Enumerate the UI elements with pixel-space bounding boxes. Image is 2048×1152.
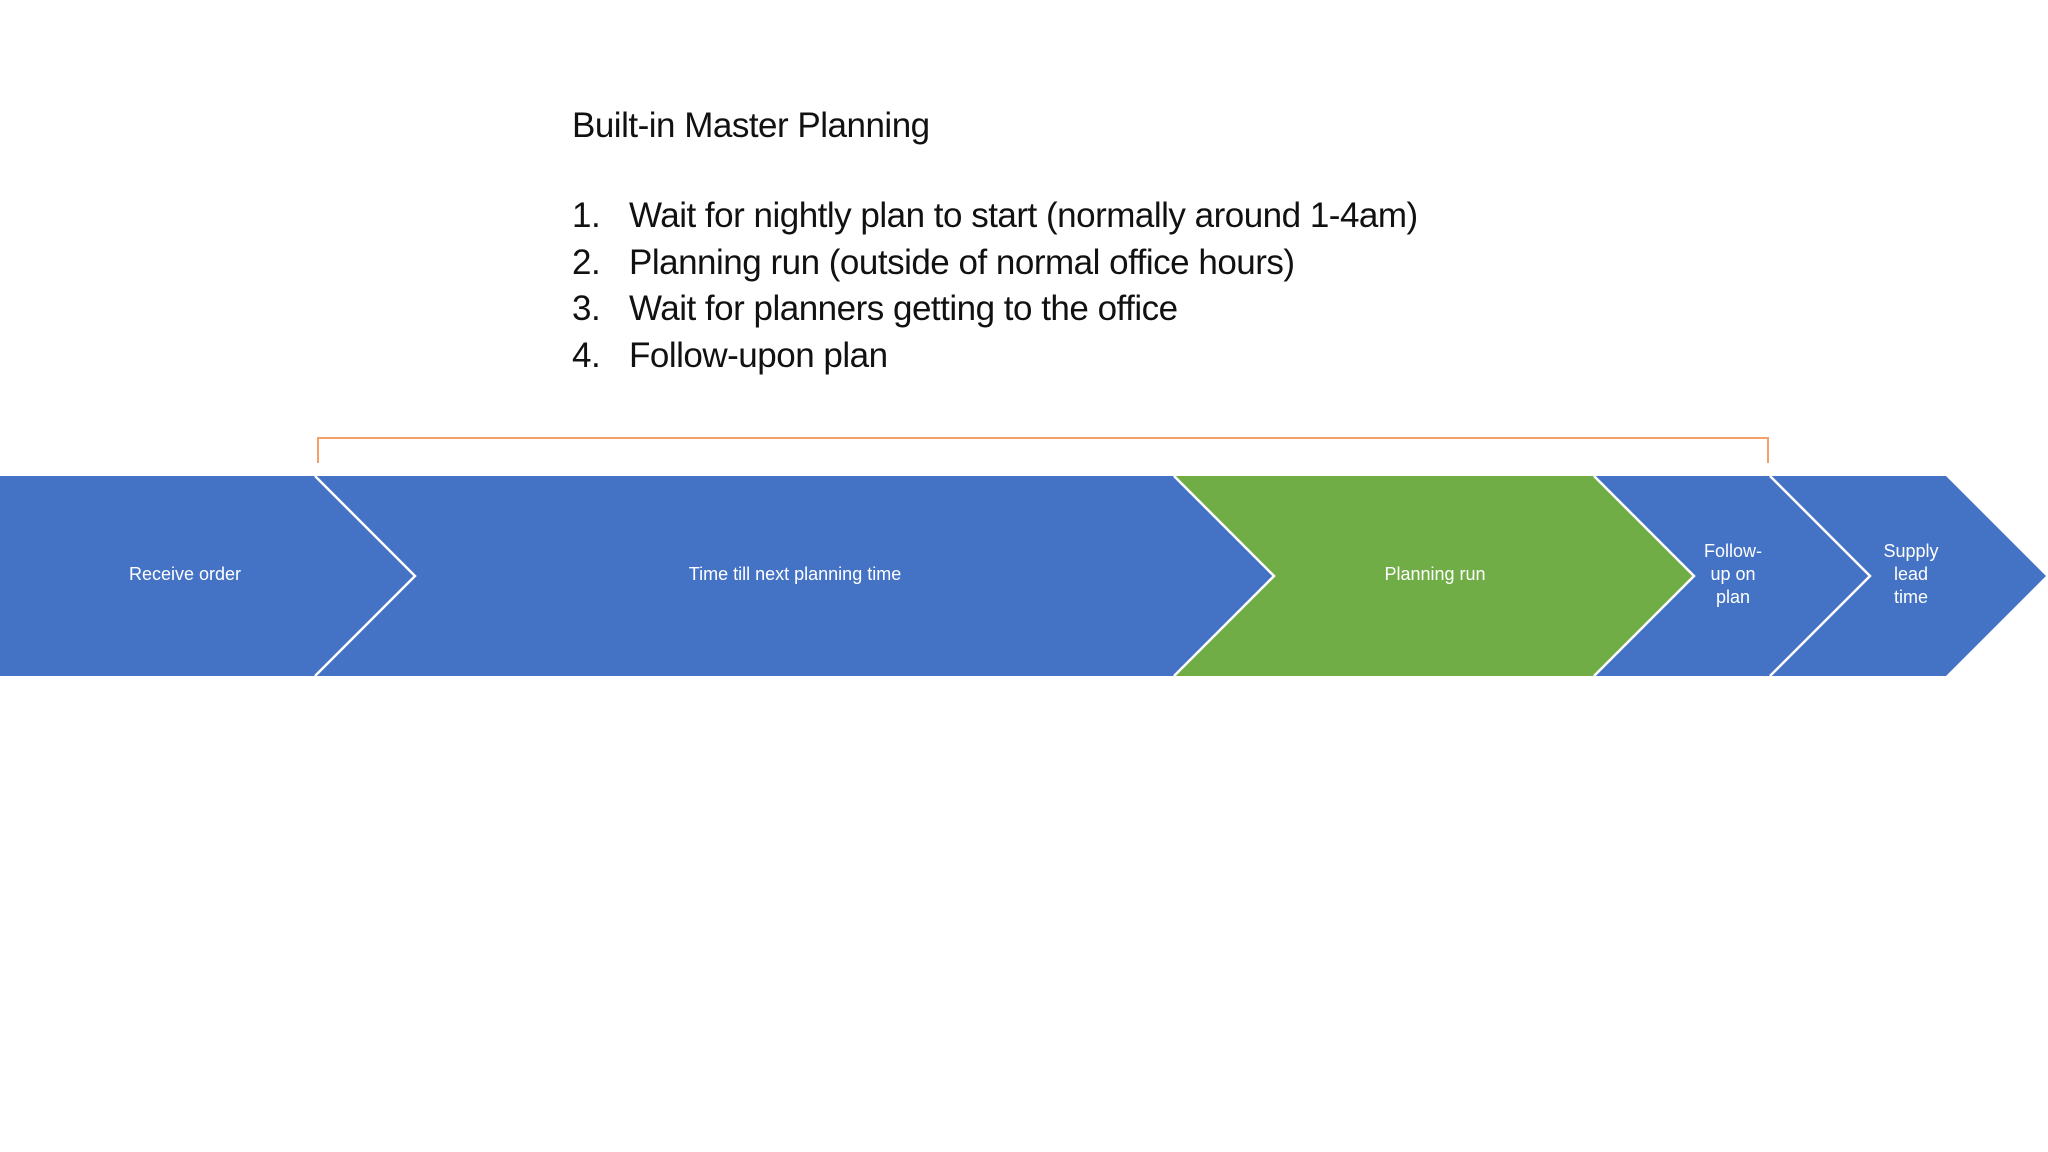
label-line: lead <box>1893 564 1929 584</box>
span-bracket <box>317 437 1769 463</box>
slide-title: Built-in Master Planning <box>572 106 930 145</box>
label-line: time <box>1893 587 1928 607</box>
step-number: 2. <box>572 242 601 282</box>
chevron-planning-run <box>1174 476 1694 676</box>
step-text: Follow-upon plan <box>629 335 888 375</box>
step-number: 4. <box>572 335 601 375</box>
chevron-label-follow-up: Follow- up on plan <box>1683 540 1783 609</box>
chevron-label-receive-order: Receive order <box>128 564 242 584</box>
label-line: Supply <box>1883 541 1939 561</box>
step-text: Wait for nightly plan to start (normally… <box>629 196 1418 235</box>
label-line: Follow- <box>1703 541 1762 561</box>
step-text: Wait for planners getting to the office <box>629 289 1178 328</box>
chevron-label-planning-run: Planning run <box>1384 564 1486 584</box>
step-number: 1. <box>572 196 601 235</box>
chevron-follow-up <box>1594 476 1870 676</box>
chevron-label-time-till-next: Time till next planning time <box>688 564 902 584</box>
label-line: up on <box>1710 564 1756 584</box>
chevron-label-supply-lead-time: Supply lead time <box>1861 540 1961 609</box>
chevron-receive-order <box>0 476 415 676</box>
step-number: 3. <box>572 289 601 328</box>
chevron-supply-lead-time <box>1770 476 2046 676</box>
step-text: Planning run (outside of normal office h… <box>629 242 1295 282</box>
label-line: plan <box>1715 587 1751 607</box>
chevron-time-till-next <box>315 476 1274 676</box>
chevron-separators <box>314 475 1872 677</box>
